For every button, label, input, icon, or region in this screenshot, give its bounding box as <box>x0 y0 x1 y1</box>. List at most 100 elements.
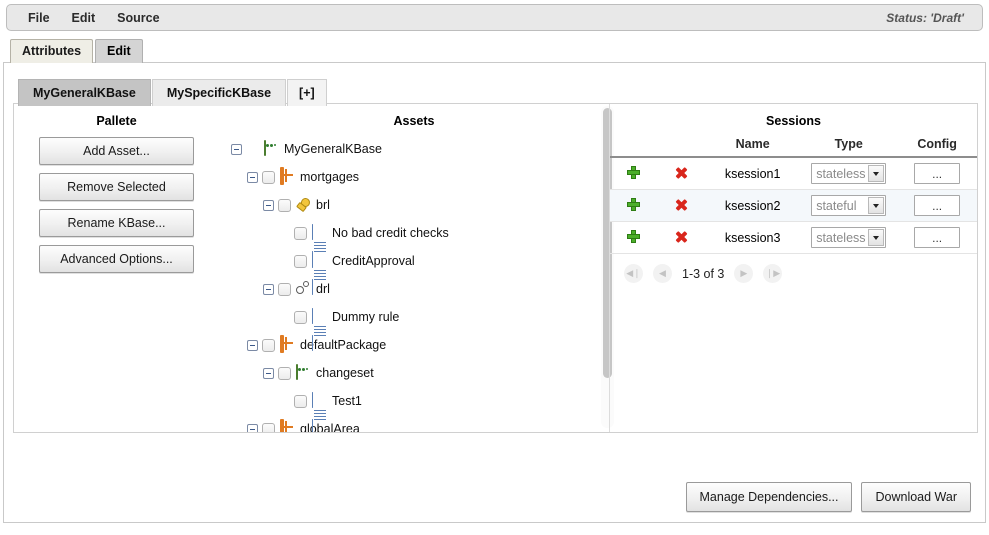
tab-mygeneralkbase[interactable]: MyGeneralKBase <box>18 79 151 106</box>
session-add-cell <box>610 157 658 190</box>
remove-icon[interactable] <box>675 230 688 243</box>
tree-node-checkbox[interactable] <box>262 422 275 432</box>
tree-node-checkbox[interactable] <box>278 282 291 296</box>
pallete-title: Pallete <box>96 114 137 128</box>
chevron-down-icon[interactable] <box>868 197 885 214</box>
tree-expander-collapse-icon[interactable] <box>247 423 258 432</box>
tree-node[interactable]: No bad credit checks <box>231 219 609 267</box>
advanced-options-button[interactable]: Advanced Options... <box>39 245 194 273</box>
session-config-button[interactable]: ... <box>914 195 961 216</box>
session-config-button[interactable]: ... <box>914 163 961 184</box>
session-type-value: stateless <box>816 230 866 245</box>
column-header-add <box>610 134 658 158</box>
footer-button-bar: Manage Dependencies... Download War <box>4 482 985 512</box>
kbase-panel: Pallete Add Asset... Remove Selected Ren… <box>13 103 978 433</box>
tab-myspecifickbase[interactable]: MySpecificKBase <box>151 79 287 106</box>
remove-selected-button[interactable]: Remove Selected <box>39 173 194 201</box>
tree-node[interactable]: MyGeneralKBase <box>231 135 609 163</box>
pallete-section: Pallete Add Asset... Remove Selected Ren… <box>14 104 219 432</box>
pager-range-label: 1-3 of 3 <box>682 266 725 281</box>
assets-scrollbar-thumb[interactable] <box>603 108 612 378</box>
pager-first-button[interactable]: ◀❘ <box>624 264 643 283</box>
tree-expander-collapse-icon[interactable] <box>263 283 274 295</box>
remove-icon[interactable] <box>675 166 688 179</box>
panel-divider <box>609 104 610 432</box>
add-icon[interactable] <box>627 165 641 179</box>
package-icon <box>296 364 312 381</box>
gear-icon <box>296 281 312 297</box>
pager-last-button[interactable]: ❘▶ <box>763 264 783 283</box>
tree-node[interactable]: brl <box>231 191 609 219</box>
tree-node-checkbox[interactable] <box>262 170 275 184</box>
tree-expander-collapse-icon[interactable] <box>231 143 242 155</box>
session-type-select[interactable]: stateful <box>811 195 887 216</box>
tree-node-label: mortgages <box>300 170 360 184</box>
tree-node-label: Dummy rule <box>332 310 400 324</box>
tree-node[interactable]: changeset <box>231 359 609 387</box>
tree-node-checkbox[interactable] <box>262 338 275 352</box>
tree-node-label: changeset <box>316 366 374 380</box>
add-icon[interactable] <box>627 229 641 243</box>
column-header-type: Type <box>800 134 898 158</box>
tree-node-label: drl <box>316 282 330 296</box>
kbase-tab-bar: MyGeneralKBase MySpecificKBase [+] <box>18 79 328 106</box>
tree-node[interactable]: CreditApproval <box>231 247 609 295</box>
tree-node-checkbox[interactable] <box>294 310 307 324</box>
tree-node-label: CreditApproval <box>332 254 415 268</box>
tab-add-kbase[interactable]: [+] <box>287 79 327 106</box>
grid-icon <box>280 419 296 432</box>
download-war-button[interactable]: Download War <box>861 482 971 512</box>
tab-attributes[interactable]: Attributes <box>10 39 94 63</box>
grid-icon <box>280 335 296 353</box>
tree-node-checkbox[interactable] <box>294 254 307 268</box>
add-icon[interactable] <box>627 197 641 211</box>
tab-edit[interactable]: Edit <box>95 39 143 63</box>
chevron-down-icon[interactable] <box>868 165 885 182</box>
tree-node-checkbox[interactable] <box>278 198 291 212</box>
tree-expander-placeholder <box>279 396 290 407</box>
tree-node-checkbox[interactable] <box>294 226 307 240</box>
tree-expander-collapse-icon[interactable] <box>263 367 274 379</box>
tree-node[interactable]: globalArea <box>231 415 609 432</box>
menu-bar: File Edit Source Status: 'Draft' <box>6 4 983 31</box>
tree-node[interactable]: defaultPackage <box>231 331 609 359</box>
session-name-cell: ksession3 <box>705 221 801 254</box>
package-icon <box>264 140 280 157</box>
main-tab-bar: Attributes Edit <box>10 39 143 63</box>
tree-node[interactable]: drl <box>231 275 609 303</box>
add-asset-button[interactable]: Add Asset... <box>39 137 194 165</box>
tree-node-checkbox[interactable] <box>294 394 307 408</box>
rename-kbase-button[interactable]: Rename KBase... <box>39 209 194 237</box>
assets-title: Assets <box>393 114 435 128</box>
session-config-button[interactable]: ... <box>914 227 961 248</box>
menu-item-edit[interactable]: Edit <box>71 10 96 25</box>
session-add-cell <box>610 221 658 254</box>
session-type-cell: stateless <box>800 157 898 190</box>
manage-dependencies-button[interactable]: Manage Dependencies... <box>685 482 853 512</box>
tree-node[interactable]: Dummy rule <box>231 303 609 351</box>
pager-next-button[interactable]: ▶ <box>734 264 754 283</box>
tree-node-checkbox[interactable] <box>278 366 291 380</box>
pager-prev-button[interactable]: ◀ <box>653 264 672 283</box>
session-type-select[interactable]: stateless <box>811 163 887 184</box>
tree-node-label: No bad credit checks <box>332 226 449 240</box>
session-config-cell: ... <box>897 157 977 190</box>
tree-expander-collapse-icon[interactable] <box>263 199 274 211</box>
session-config-cell: ... <box>897 189 977 222</box>
tree-expander-collapse-icon[interactable] <box>247 339 258 351</box>
tree-node[interactable]: mortgages <box>231 163 609 191</box>
tree-expander-collapse-icon[interactable] <box>247 171 258 183</box>
remove-icon[interactable] <box>675 198 688 211</box>
column-header-config: Config <box>897 134 977 158</box>
session-type-cell: stateful <box>800 189 898 222</box>
session-type-select[interactable]: stateless <box>811 227 887 248</box>
document-icon <box>312 308 328 351</box>
chevron-down-icon[interactable] <box>868 229 885 246</box>
menu-item-file[interactable]: File <box>28 10 50 25</box>
brl-icon <box>296 197 312 213</box>
session-config-cell: ... <box>897 221 977 254</box>
menu-item-source[interactable]: Source <box>117 10 160 25</box>
tree-node[interactable]: Test1 <box>231 387 609 432</box>
